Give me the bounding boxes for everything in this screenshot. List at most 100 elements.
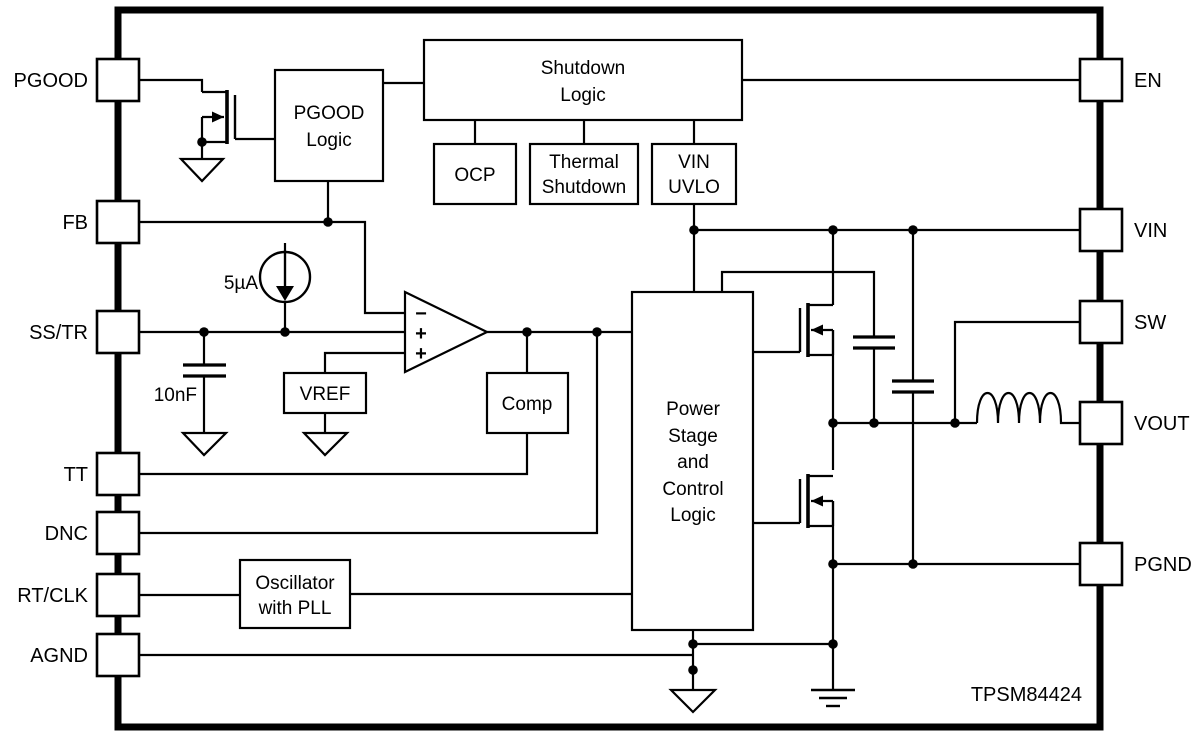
junction-dot bbox=[908, 225, 918, 235]
block-label: and bbox=[677, 452, 709, 473]
junction-dot bbox=[828, 639, 838, 649]
pin-pgnd: PGND bbox=[1078, 541, 1192, 587]
block-outline bbox=[422, 38, 744, 122]
pin-label: TT bbox=[64, 464, 88, 486]
junction-dot bbox=[908, 559, 918, 569]
pin-label: PGND bbox=[1134, 554, 1192, 576]
block-vin-uvlo: VIN UVLO bbox=[650, 142, 738, 206]
mosfet-body-arrow bbox=[212, 111, 224, 123]
pin-vin: VIN bbox=[1078, 207, 1167, 253]
junction-dot bbox=[950, 418, 960, 428]
pin-label: VOUT bbox=[1134, 413, 1190, 435]
pin-sw: SW bbox=[1078, 299, 1166, 345]
inductor bbox=[975, 392, 1080, 425]
pin-tt: TT bbox=[64, 451, 141, 497]
pin-label: DNC bbox=[45, 523, 88, 545]
pin-box bbox=[95, 451, 141, 497]
pin-label: PGOOD bbox=[14, 70, 88, 92]
mosfet-body-arrow bbox=[811, 324, 823, 336]
pin-box bbox=[95, 572, 141, 618]
pin-dnc: DNC bbox=[45, 510, 141, 556]
softstart-cap-value: 10nF bbox=[154, 385, 197, 406]
junction-dot bbox=[592, 327, 602, 337]
pin-box bbox=[1078, 57, 1124, 103]
pins-right: EN VIN SW VOUT PGND bbox=[1078, 57, 1192, 587]
block-label: Logic bbox=[670, 505, 715, 526]
pin-vout: VOUT bbox=[1078, 400, 1190, 446]
junction-dot bbox=[828, 225, 838, 235]
block-pgood-logic: PGOOD Logic bbox=[273, 68, 385, 183]
current-source-arrowhead bbox=[276, 286, 294, 301]
junction-dot bbox=[323, 217, 333, 227]
pin-fb: FB bbox=[62, 199, 141, 245]
block-label: Control bbox=[662, 479, 723, 500]
block-outline bbox=[282, 371, 368, 415]
error-amplifier-icon: − + + bbox=[403, 290, 490, 374]
junction-dot bbox=[828, 559, 838, 569]
amplifier-plus-sign: + bbox=[415, 343, 427, 365]
block-vref: VREF bbox=[282, 371, 368, 415]
block-label: OCP bbox=[454, 165, 495, 186]
pin-label: SW bbox=[1134, 312, 1166, 334]
block-comp: Comp bbox=[485, 371, 570, 435]
wire-pgood-to-fet bbox=[139, 78, 204, 92]
block-label: VREF bbox=[300, 384, 351, 405]
block-label: Shutdown bbox=[541, 58, 626, 79]
pin-pgood: PGOOD bbox=[14, 57, 141, 103]
part-number: TPSM84424 bbox=[971, 684, 1082, 706]
block-label: Thermal bbox=[549, 152, 619, 173]
amplifier-triangle bbox=[403, 290, 490, 374]
lowside-mosfet-icon bbox=[798, 474, 835, 528]
block-outline bbox=[630, 290, 755, 632]
block-oscillator: Oscillator with PLL bbox=[238, 558, 352, 630]
junction-dots bbox=[197, 137, 960, 675]
block-outline bbox=[528, 142, 640, 206]
block-label: Oscillator bbox=[255, 573, 335, 594]
junction-dot bbox=[689, 225, 699, 235]
junction-dot bbox=[688, 665, 698, 675]
pin-en: EN bbox=[1078, 57, 1162, 103]
junction-dot bbox=[828, 418, 838, 428]
pgood-mosfet-icon bbox=[200, 90, 237, 144]
pin-box bbox=[95, 309, 141, 355]
block-outline bbox=[273, 68, 385, 183]
pin-label: AGND bbox=[30, 645, 88, 667]
amplifier-minus-sign: − bbox=[415, 303, 427, 325]
agnd-triangle-icon bbox=[178, 157, 226, 183]
block-label: Logic bbox=[306, 130, 351, 151]
block-label: VIN bbox=[678, 152, 710, 173]
bootstrap-capacitor-icon bbox=[853, 335, 895, 350]
pin-box bbox=[1078, 400, 1124, 446]
wire-vref-to-amp bbox=[323, 351, 405, 373]
block-outline bbox=[238, 558, 352, 630]
block-power-stage: Power Stage and Control Logic bbox=[630, 290, 755, 632]
block-shutdown-logic: Shutdown Logic bbox=[422, 38, 744, 122]
junction-dot bbox=[280, 327, 290, 337]
junction-dot bbox=[197, 137, 207, 147]
pin-box bbox=[95, 632, 141, 678]
block-label: Logic bbox=[560, 85, 605, 106]
pin-box bbox=[95, 510, 141, 556]
current-source-icon bbox=[258, 250, 312, 304]
block-label: UVLO bbox=[668, 177, 720, 198]
block-label: with PLL bbox=[258, 598, 332, 619]
junction-dot bbox=[688, 639, 698, 649]
block-label: Comp bbox=[502, 394, 553, 415]
pin-sstr: SS/TR bbox=[29, 309, 141, 355]
junction-dot bbox=[199, 327, 209, 337]
highside-mosfet-icon bbox=[798, 303, 835, 357]
block-outline bbox=[485, 371, 570, 435]
block-label: Shutdown bbox=[542, 177, 627, 198]
mosfet-body-arrow bbox=[811, 495, 823, 507]
block-label: PGOOD bbox=[294, 103, 365, 124]
block-label: Stage bbox=[668, 426, 718, 447]
pin-box bbox=[95, 199, 141, 245]
wire-fb-to-amp bbox=[139, 220, 405, 315]
block-outline bbox=[432, 142, 518, 206]
wire-tt-to-comp bbox=[139, 433, 529, 476]
agnd-triangle-icon bbox=[668, 688, 718, 714]
pins-left: PGOOD FB SS/TR TT DNC RT/CLK AGND bbox=[14, 57, 141, 678]
block-ocp: OCP bbox=[432, 142, 518, 206]
